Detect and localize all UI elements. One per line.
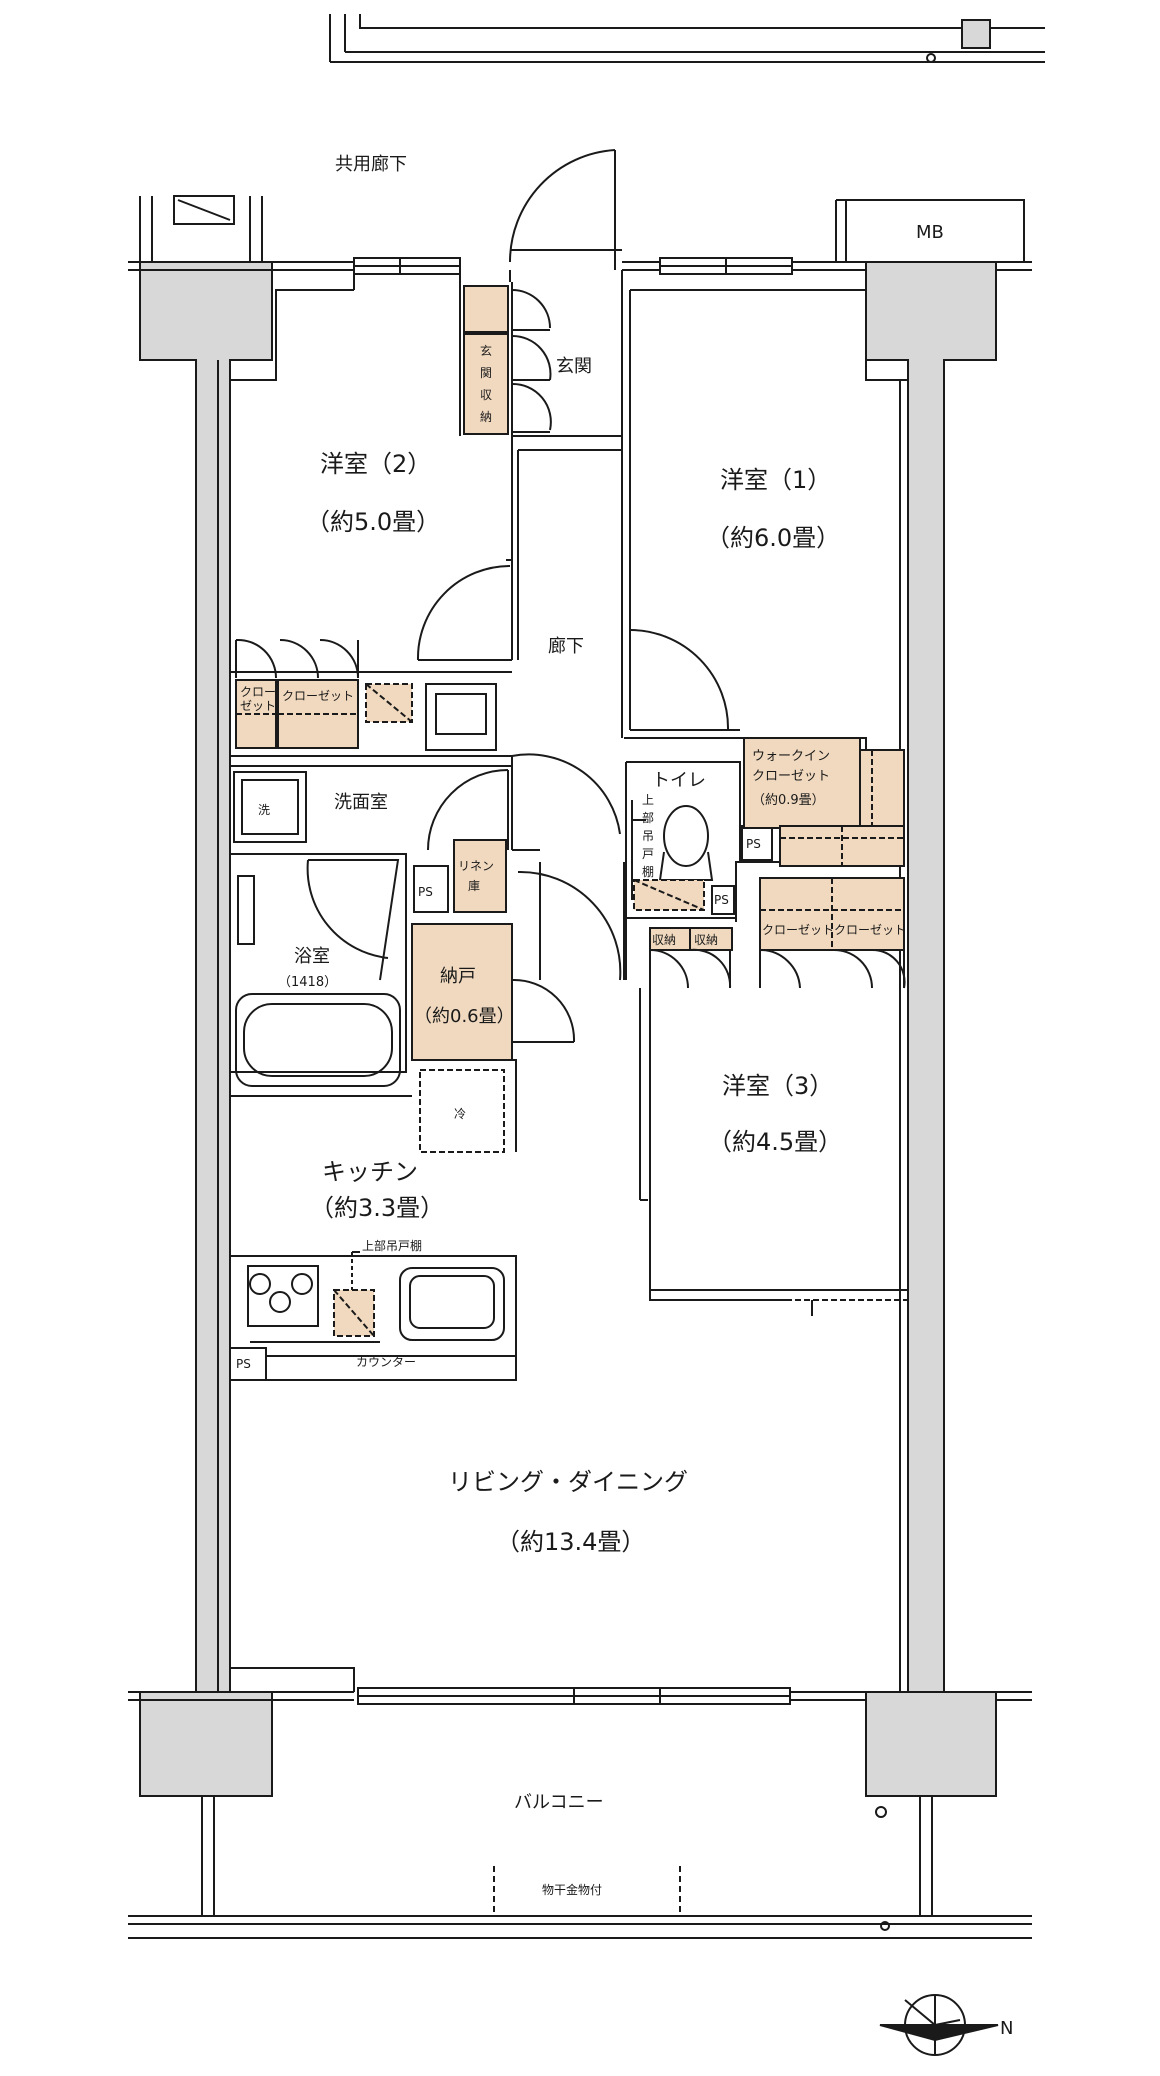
ps-label-toilet: PS xyxy=(746,837,761,851)
partitions xyxy=(128,289,1032,2056)
entrance-storage-label-1: 玄 xyxy=(480,343,492,358)
linen-label-1: リネン xyxy=(458,859,494,873)
walk-in-closet-label-1: ウォークイン xyxy=(752,749,830,764)
balcony-label: バルコニー xyxy=(514,1792,604,1813)
hallway-label: 廊下 xyxy=(548,636,584,657)
toilet-upper-cabinet-5: 棚 xyxy=(642,864,654,879)
kitchen-label: キッチン xyxy=(322,1158,418,1186)
upper-cabinet-label: 上部吊戸棚 xyxy=(362,1238,422,1253)
washer-label: 洗 xyxy=(258,803,270,817)
mb-box xyxy=(835,199,1025,262)
counter-label: カウンター xyxy=(356,1355,416,1369)
closet-small-label-1: クロー xyxy=(240,685,276,699)
western-room-2-label: 洋室（2） xyxy=(320,450,431,478)
ps-label-toilet-small: PS xyxy=(714,893,729,907)
storeroom-size: （約0.6畳） xyxy=(414,1006,515,1027)
walk-in-closet-label-2: クローゼット xyxy=(752,769,830,784)
walk-in-closet-size: （約0.9畳） xyxy=(752,793,825,808)
western-room-1-label: 洋室（1） xyxy=(720,466,831,494)
entrance-label: 玄関 xyxy=(556,356,592,377)
entrance-storage-label-2: 関 xyxy=(480,366,492,380)
laundry-hanger-label: 物干金物付 xyxy=(542,1882,602,1897)
washroom-label: 洗面室 xyxy=(334,792,388,813)
windows xyxy=(353,257,793,1705)
corridor-railing xyxy=(329,14,1045,63)
mb-label: MB xyxy=(916,222,944,243)
ps-label-bath: PS xyxy=(418,885,433,899)
bathroom-label: 浴室 xyxy=(294,946,330,967)
closet-room-3-right: クローゼット xyxy=(834,923,906,937)
structural-columns xyxy=(139,261,997,1797)
ps-label-kitchen: PS xyxy=(236,1357,251,1371)
bathroom-size: （1418） xyxy=(278,975,337,990)
shared-corridor-label: 共用廊下 xyxy=(335,154,407,175)
storeroom-label: 納戸 xyxy=(440,966,476,987)
closet-room-3-left: クローゼット xyxy=(762,923,834,937)
entrance-storage-label-4: 納 xyxy=(480,410,492,424)
storage-small-2: 収納 xyxy=(694,933,718,947)
fridge-label: 冷 xyxy=(454,1107,466,1121)
entrance-area xyxy=(353,149,623,451)
linen-label-2: 庫 xyxy=(468,879,480,893)
storage-small-1: 収納 xyxy=(652,933,676,947)
closet-small-label-2: ゼット xyxy=(240,699,276,713)
room-labels: 共用廊下 MB 玄関 玄 関 収 納 洋室（2） （約5.0畳） 洋室（1） （… xyxy=(236,154,1013,2039)
toilet-upper-cabinet-1: 上 xyxy=(642,793,654,807)
western-room-2-size: （約5.0畳） xyxy=(306,508,440,536)
north-label: N xyxy=(1000,2018,1013,2039)
western-room-1-size: （約6.0畳） xyxy=(706,524,840,552)
toilet-upper-cabinet-2: 部 xyxy=(642,810,654,825)
living-dining-label: リビング・ダイニング xyxy=(448,1468,688,1496)
living-dining-size: （約13.4畳） xyxy=(496,1528,645,1556)
western-room-3-size: （約4.5畳） xyxy=(708,1128,842,1156)
toilet-upper-cabinet-4: 戸 xyxy=(642,847,654,861)
western-room-3-label: 洋室（3） xyxy=(722,1072,833,1100)
entrance-storage-label-3: 収 xyxy=(480,388,492,402)
shaft-top-left xyxy=(139,195,263,262)
toilet-upper-cabinet-3: 吊 xyxy=(642,829,654,843)
kitchen-size: （約3.3畳） xyxy=(310,1194,444,1222)
closet-label-room-2: クローゼット xyxy=(282,689,354,703)
toilet-label: トイレ xyxy=(652,770,706,791)
